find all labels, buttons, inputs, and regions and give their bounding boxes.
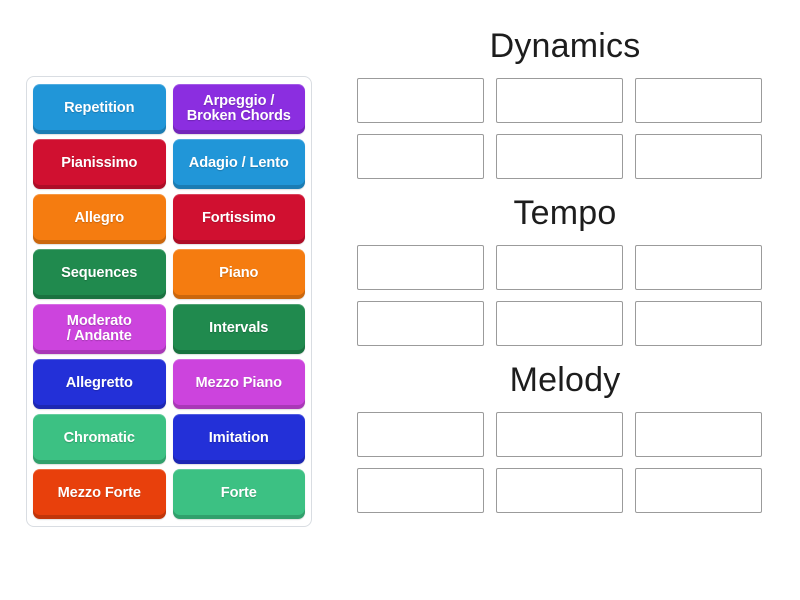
word-tile[interactable]: Chromatic xyxy=(33,414,166,464)
category-section: Tempo xyxy=(350,193,780,347)
drop-slot[interactable] xyxy=(635,301,762,347)
category-title: Dynamics xyxy=(489,27,641,65)
drop-slot[interactable] xyxy=(635,412,762,458)
word-tile[interactable]: Allegretto xyxy=(33,359,166,409)
drop-slot[interactable] xyxy=(635,245,762,291)
drop-slot[interactable] xyxy=(635,468,762,514)
drop-slot[interactable] xyxy=(357,134,484,180)
word-tile[interactable]: Adagio / Lento xyxy=(172,139,305,189)
drop-slot[interactable] xyxy=(635,134,762,180)
category-section: Dynamics xyxy=(350,26,780,180)
drop-slot[interactable] xyxy=(496,301,623,347)
drop-slot-grid xyxy=(350,245,780,347)
drop-slot[interactable] xyxy=(496,78,623,124)
category-title: Melody xyxy=(509,361,621,400)
word-tile[interactable]: Intervals xyxy=(172,304,305,354)
drop-slot[interactable] xyxy=(496,134,623,180)
drop-slot[interactable] xyxy=(635,78,762,124)
drop-slot-grid xyxy=(350,412,780,514)
word-tile[interactable]: Allegro xyxy=(33,194,166,244)
drop-slot[interactable] xyxy=(357,468,484,514)
word-tile[interactable]: Mezzo Forte xyxy=(33,469,166,519)
drop-slot[interactable] xyxy=(357,412,484,458)
word-tile[interactable]: Forte xyxy=(172,469,305,519)
drop-slot[interactable] xyxy=(496,468,623,514)
word-tile[interactable]: Imitation xyxy=(172,414,305,464)
drop-slot[interactable] xyxy=(357,78,484,124)
drop-slot-grid xyxy=(350,78,780,180)
drop-slot[interactable] xyxy=(357,245,484,291)
drop-slot[interactable] xyxy=(357,301,484,347)
category-section: Melody xyxy=(350,360,780,514)
word-tile[interactable]: Sequences xyxy=(33,249,166,299)
drop-slot[interactable] xyxy=(496,245,623,291)
drop-slot[interactable] xyxy=(496,412,623,458)
category-title: Tempo xyxy=(513,194,617,233)
word-tile[interactable]: Fortissimo xyxy=(172,194,305,244)
word-tile[interactable]: Arpeggio / Broken Chords xyxy=(172,84,305,134)
word-tile[interactable]: Pianissimo xyxy=(33,139,166,189)
word-tile[interactable]: Moderato / Andante xyxy=(33,304,166,354)
word-tile[interactable]: Piano xyxy=(172,249,305,299)
word-tile[interactable]: Repetition xyxy=(33,84,166,134)
word-tile[interactable]: Mezzo Piano xyxy=(172,359,305,409)
